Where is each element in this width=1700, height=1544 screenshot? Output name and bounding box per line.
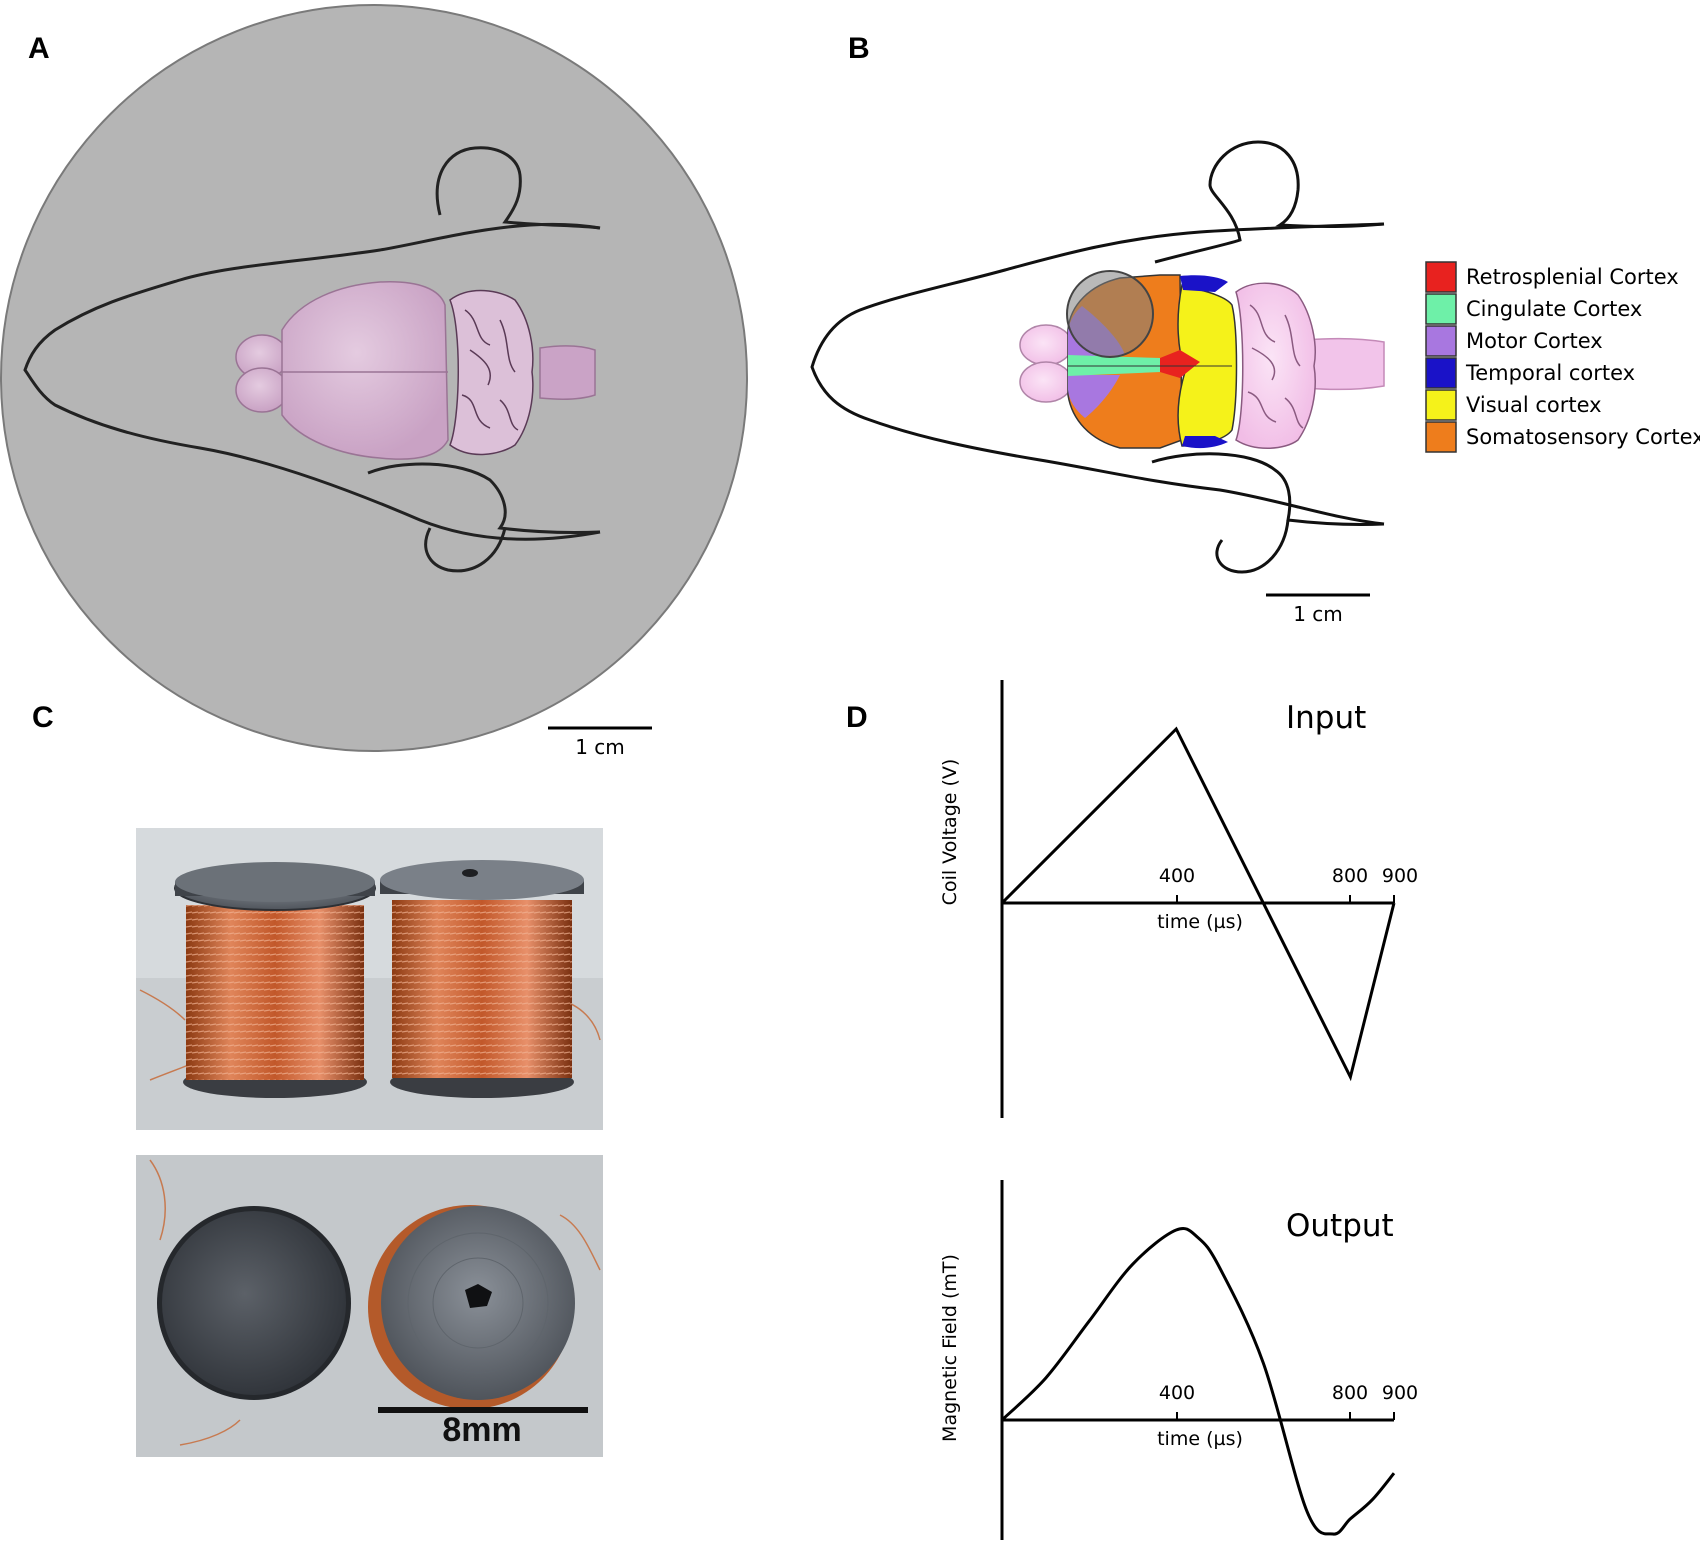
legend-label-somatosensory: Somatosensory Cortex (1466, 425, 1700, 449)
input-title: Input (1286, 700, 1366, 736)
legend: Retrosplenial Cortex Cingulate Cortex Mo… (1425, 261, 1700, 453)
input-tick-label-900: 900 (1382, 865, 1418, 887)
mouse-head-outline (23, 222, 601, 541)
ear-bottom (367, 462, 601, 573)
legend-swatch-retrosplenial (1425, 261, 1457, 293)
legend-label-retrosplenial: Retrosplenial Cortex (1466, 265, 1679, 289)
input-y-label: Coil Voltage (V) (939, 759, 961, 906)
coil-photo-side (136, 828, 603, 1130)
scale-bar-a-label: 1 cm (575, 735, 625, 759)
panel-a-label: A (28, 32, 50, 65)
legend-swatch-cingulate (1425, 293, 1457, 325)
output-tick-label-900: 900 (1382, 1382, 1418, 1404)
coil-photo-top: 8mm (136, 1155, 603, 1457)
mouse-brain-colored (1019, 270, 1385, 449)
legend-swatch-motor (1425, 325, 1457, 357)
legend-label-motor: Motor Cortex (1466, 329, 1603, 353)
ear-top (435, 146, 601, 230)
mouse-head-outline-b (810, 222, 1385, 526)
output-series-line (1000, 1226, 1396, 1536)
output-title: Output (1286, 1208, 1394, 1244)
legend-label-visual: Visual cortex (1466, 393, 1602, 417)
photo-scale-label: 8mm (442, 1411, 521, 1449)
ear-bottom-b (1151, 452, 1385, 574)
output-tick-label-800: 800 (1332, 1382, 1368, 1404)
cortex-retrosplenial-region (1160, 350, 1200, 378)
input-chart: 400 800 900 time (µs) Coil Voltage (V) I… (939, 680, 1418, 1118)
cortex-motor-region-lower (1068, 375, 1120, 418)
panel-d-label: D (846, 701, 868, 734)
input-x-label: time (µs) (1157, 911, 1243, 933)
panel-b: B 1 cm Retrosplenial Cort (810, 32, 1700, 626)
output-chart: 400 800 900 time (µs) Magnetic Field (mT… (939, 1180, 1418, 1540)
panel-b-label: B (848, 32, 870, 65)
output-y-label: Magnetic Field (mT) (939, 1254, 961, 1442)
input-tick-label-800: 800 (1332, 865, 1368, 887)
output-x-label: time (µs) (1157, 1428, 1243, 1450)
ear-top-b (1154, 140, 1385, 264)
mouse-brain (235, 281, 596, 460)
output-tick-label-400: 400 (1159, 1382, 1195, 1404)
scale-bar-b-label: 1 cm (1293, 602, 1343, 626)
panel-a: A 1 cm (0, 4, 748, 759)
legend-label-temporal: Temporal cortex (1465, 361, 1635, 385)
legend-swatch-temporal (1425, 357, 1457, 389)
coil-footprint (1066, 270, 1154, 358)
input-tick-label-400: 400 (1159, 865, 1195, 887)
input-series-line (1000, 726, 1396, 1082)
panel-c: C (32, 701, 603, 1457)
legend-swatch-visual (1425, 389, 1457, 421)
legend-label-cingulate: Cingulate Cortex (1466, 297, 1642, 321)
panel-d: D 400 800 900 time (µs) Coil Voltage (V)… (846, 680, 1418, 1540)
legend-swatch-somatosensory (1425, 421, 1457, 453)
panel-c-label: C (32, 701, 54, 734)
